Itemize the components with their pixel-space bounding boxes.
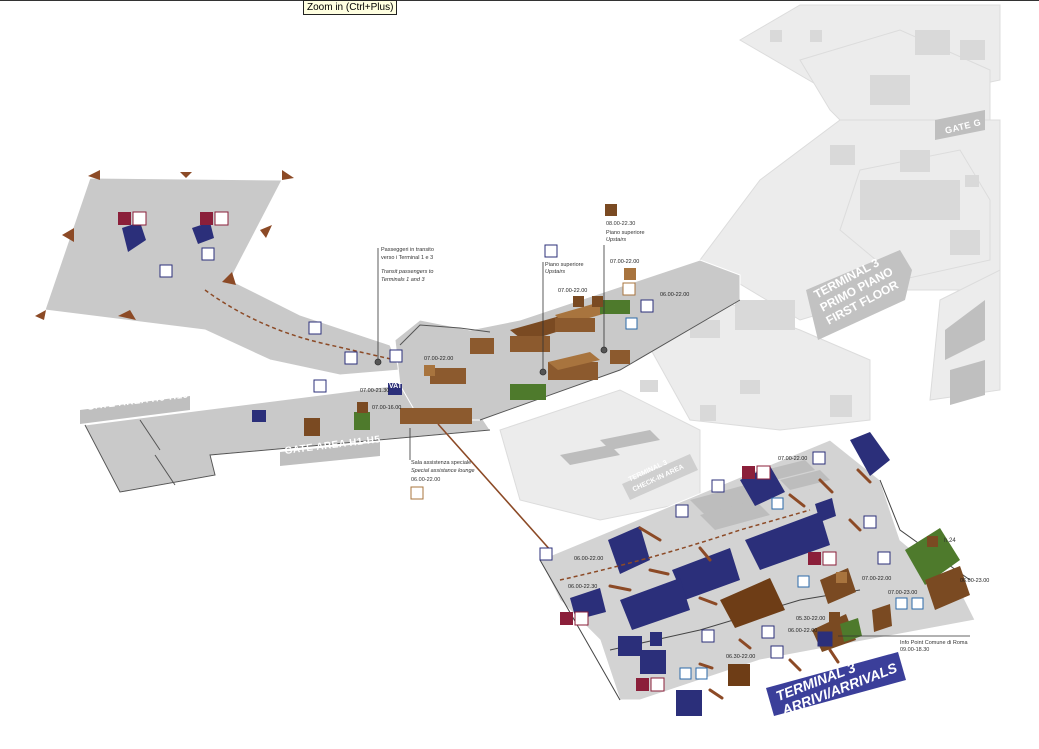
checkin-label-shape (622, 454, 698, 500)
upper-floor-1-it: Piano superiore (545, 262, 584, 268)
window-top-border (0, 0, 1039, 1)
gate-area-walls (84, 419, 491, 493)
transit-note-it-2: verso i Terminal 1 e 3 (381, 255, 434, 261)
gate-label-plates (80, 396, 380, 466)
info-point-name: Info Point Comune di Roma (900, 640, 968, 646)
transit-note-en-1: Transit passengers to (381, 269, 434, 275)
left-pier (44, 177, 401, 376)
background-blocks (640, 30, 985, 421)
upper-floor-2-hours: 08.00-22.30 (606, 221, 636, 227)
hours-label: 07.00-23.00 (888, 590, 918, 596)
special-assistance-en: Special assistance lounge (411, 468, 475, 474)
toilet-icon[interactable] (118, 212, 821, 691)
hours-label: 06.00-22.30 (568, 584, 598, 590)
upper-floor-2-en: Upstairs (606, 237, 627, 243)
hours-label: 06.00-22.00 (788, 628, 818, 634)
upper-floor-2-it: Piano superiore (606, 230, 645, 236)
hours-label: 07.00-22.00 (610, 259, 640, 265)
checkin-counters (560, 430, 830, 530)
info-point-hours: 09.00-18.30 (900, 647, 930, 653)
arrivals-banner-shape (766, 652, 906, 716)
hours-label: 06.00-22.00 (660, 292, 690, 298)
vat-label: VAT (389, 383, 402, 390)
hours-label: 06.30-22.00 (726, 654, 756, 660)
restaurant-icon[interactable] (357, 204, 938, 623)
info-icon[interactable] (770, 451, 833, 659)
concourse-walls (399, 299, 741, 421)
hours-label: 07.00-22.00 (778, 456, 808, 462)
pier-walkway-route (204, 289, 396, 361)
escalator-icon[interactable] (159, 244, 877, 643)
internet-icon[interactable] (313, 299, 891, 639)
transit-note-en-2: Terminals 1 and 3 (381, 277, 425, 283)
train-icon[interactable] (308, 321, 322, 335)
upper-floor-1-en: Upstairs (545, 269, 566, 275)
hours-label: 05.30-22.00 (796, 616, 826, 622)
hours-label: 07.00-22.00 (558, 288, 588, 294)
leader-lines (374, 245, 970, 637)
wheelchair-icon[interactable] (132, 211, 837, 692)
cafe-icon[interactable] (424, 268, 847, 583)
special-assistance-icon[interactable] (410, 486, 424, 500)
hours-label: 07.00-22.00 (862, 576, 892, 582)
hours-label: 07.00-21.30 (360, 388, 390, 394)
background-labels (935, 110, 985, 405)
transit-note-it-1: Passeggeri in transito (381, 247, 434, 253)
currency-exchange-icon[interactable] (625, 317, 924, 680)
passport-control-icon[interactable] (344, 351, 358, 365)
hours-label: 07.00-22.00 (424, 356, 454, 362)
routes (437, 423, 811, 581)
hours-label: 06.00-23.00 (960, 578, 990, 584)
pier-corners (35, 170, 294, 320)
h24-label: h.24 (944, 538, 956, 544)
flow-arrows (608, 468, 872, 700)
hours-label: 07.00-16.00 (372, 405, 402, 411)
first-floor-label-shape (806, 250, 912, 340)
zoom-tooltip: Zoom in (Ctrl+Plus) (303, 0, 398, 15)
hours-label: 06.00-22.00 (574, 556, 604, 562)
vat-refund-icon[interactable] (252, 383, 402, 422)
special-assistance-hours: 06.00-22.00 (411, 477, 441, 483)
special-assistance-it: Sala assistenza speciale (411, 460, 472, 466)
